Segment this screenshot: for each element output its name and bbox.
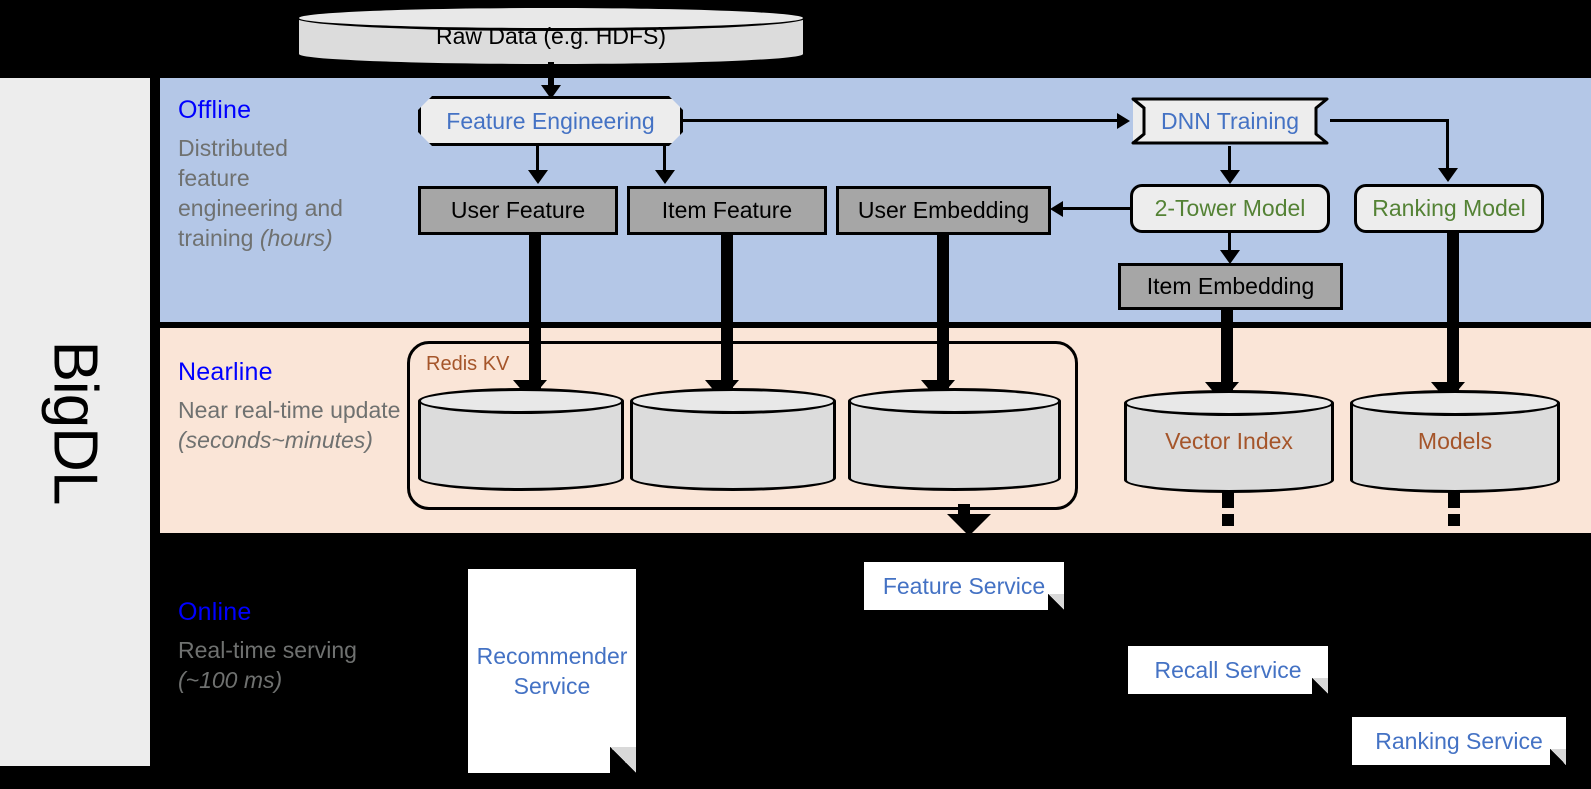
cylinder-top [1350, 390, 1560, 416]
recall-service-label: Recall Service [1154, 657, 1302, 683]
models-label: Models [1417, 428, 1493, 454]
cylinder-top [296, 5, 806, 31]
cylinder-top [848, 388, 1061, 414]
item-embedding-label: Item Embedding [1146, 273, 1315, 299]
pipe-itemfeature-to-store [721, 235, 733, 390]
user-embedding-store-cylinder[interactable] [848, 388, 1061, 491]
pipe-itemembedding-to-vectorindex [1221, 310, 1233, 392]
edge-fe-to-itemfeature [663, 146, 666, 172]
ranking-service-doc[interactable]: Ranking Service [1352, 717, 1566, 765]
online-caption: Online Real-time serving (~100 ms) [178, 598, 358, 695]
offline-title: Offline [178, 96, 252, 124]
two-tower-model-box[interactable]: 2-Tower Model [1130, 184, 1330, 233]
item-feature-box[interactable]: Item Feature [627, 186, 827, 235]
stub-redis-to-featureservice [958, 504, 970, 516]
pipe-userembedding-to-store [937, 235, 949, 390]
edge-fe-to-dnn [683, 119, 1118, 122]
bigdl-label: BigDL [0, 78, 150, 766]
edge-twotower-to-userembedding [1062, 207, 1132, 210]
recall-service-doc[interactable]: Recall Service [1128, 646, 1328, 694]
raw-data-cylinder: Raw Data (e.g. HDFS) [296, 5, 806, 67]
dnn-training-box[interactable]: DNN Training [1130, 96, 1330, 146]
recommender-service-label: Recommender Service [476, 643, 628, 699]
stub-vectorindex-2 [1222, 514, 1234, 526]
cylinder-top [418, 388, 624, 414]
pipe-rankingmodel-to-models [1447, 233, 1459, 392]
nearline-title: Nearline [178, 358, 273, 386]
cylinder-top [1124, 390, 1334, 416]
offline-caption: Offline Distributed feature engineering … [178, 96, 358, 253]
user-feature-label: User Feature [450, 197, 586, 223]
raw-data-label: Raw Data (e.g. HDFS) [435, 22, 667, 49]
item-feature-store-label [630, 388, 836, 491]
edge-twotower-to-itememb [1228, 233, 1231, 255]
user-feature-store-label [418, 388, 624, 491]
edge-fe-to-userfeature [536, 146, 539, 172]
dnn-training-shape [1131, 97, 1329, 145]
edge-dnn-to-twotower-head [1220, 170, 1240, 184]
vector-index-cylinder[interactable]: Vector Index [1124, 390, 1334, 493]
page-fold-icon [1550, 749, 1566, 765]
page-fold-icon [1048, 594, 1064, 610]
nearline-caption: Nearline Near real-time update (seconds~… [178, 358, 403, 455]
two-tower-model-label: 2-Tower Model [1154, 195, 1306, 221]
feature-service-label: Feature Service [882, 573, 1046, 599]
recommender-service-doc[interactable]: Recommender Service [468, 569, 636, 773]
offline-subtitle: Distributed feature engineering and trai… [178, 135, 343, 251]
edge-fe-to-itemfeature-head [655, 170, 675, 184]
online-subtitle: Real-time serving (~100 ms) [178, 637, 357, 693]
edge-dnn-to-ranking-h [1330, 119, 1449, 122]
ranking-service-label: Ranking Service [1375, 728, 1543, 754]
models-cylinder[interactable]: Models [1350, 390, 1560, 493]
edge-fe-to-dnn-head [1117, 113, 1130, 129]
vector-index-label: Vector Index [1165, 428, 1293, 454]
pipe-userfeature-to-store [529, 235, 541, 390]
dnn-training-label: DNN Training [1160, 107, 1300, 134]
redis-kv-container [407, 341, 1078, 510]
ranking-model-label: Ranking Model [1372, 195, 1526, 221]
redis-kv-label: Redis KV [426, 353, 510, 375]
bigdl-label-text: BigDL [40, 340, 110, 504]
edge-fe-to-userfeature-head [528, 170, 548, 184]
item-feature-label: Item Feature [661, 197, 793, 223]
user-feature-store-cylinder[interactable] [418, 388, 624, 491]
arrow-rawdata-to-fe-head [541, 85, 561, 99]
edge-dnn-to-ranking-head [1438, 168, 1458, 182]
edge-dnn-to-twotower [1228, 146, 1231, 172]
user-embedding-box[interactable]: User Embedding [836, 186, 1051, 235]
arrow-redis-to-featureservice [947, 514, 991, 536]
item-feature-store-cylinder[interactable] [630, 388, 836, 491]
page-fold-icon [610, 747, 636, 773]
bigdl-sidebar: BigDL [0, 78, 150, 766]
edge-twotower-to-itememb-head [1220, 250, 1240, 264]
cylinder-top [630, 388, 836, 414]
user-embedding-store-label [848, 388, 1061, 491]
online-title: Online [178, 598, 252, 626]
stub-vectorindex-1 [1222, 492, 1234, 508]
feature-service-doc[interactable]: Feature Service [864, 562, 1064, 610]
ranking-model-box[interactable]: Ranking Model [1354, 184, 1544, 233]
item-embedding-box[interactable]: Item Embedding [1118, 263, 1343, 310]
feature-engineering-box[interactable]: Feature Engineering [418, 96, 683, 146]
arrow-rawdata-to-fe-line [548, 62, 554, 90]
page-fold-icon [1312, 678, 1328, 694]
user-embedding-label: User Embedding [857, 197, 1030, 223]
stub-models-1 [1448, 492, 1460, 508]
feature-engineering-label: Feature Engineering [446, 107, 655, 134]
edge-dnn-to-ranking-v [1446, 119, 1449, 170]
stub-models-2 [1448, 514, 1460, 526]
edge-twotower-to-userembedding-head [1050, 201, 1063, 217]
user-feature-box[interactable]: User Feature [418, 186, 618, 235]
nearline-subtitle: Near real-time update (seconds~minutes) [178, 397, 401, 453]
